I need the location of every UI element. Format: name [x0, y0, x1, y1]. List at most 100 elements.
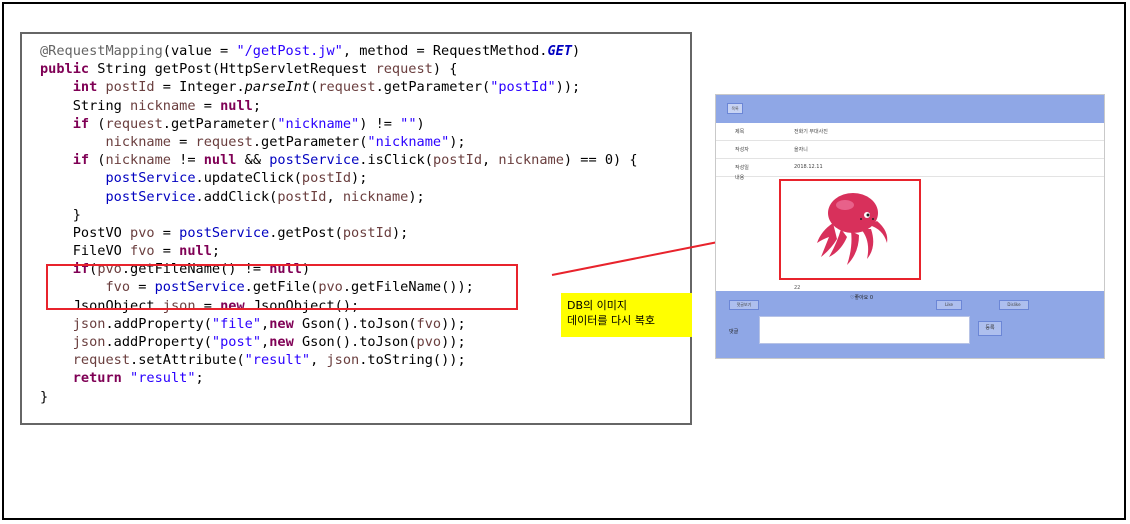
code-token: .getFileName());: [342, 279, 474, 296]
code-token: ;: [252, 97, 262, 114]
code-token: null: [220, 97, 253, 114]
code-token: =: [195, 297, 221, 314]
code-line: return "result";: [40, 369, 638, 387]
code-token: FileVO: [40, 243, 131, 260]
code-token: Gson().toJson(: [293, 334, 417, 350]
code-line: json.addProperty("file",new Gson().toJso…: [40, 315, 638, 333]
code-token: =: [154, 243, 180, 260]
annotation-line-2: 데이터를 다시 복호: [567, 314, 655, 327]
code-token: new: [269, 315, 294, 332]
field-label-date: 작성일: [735, 165, 749, 171]
code-token: (value =: [162, 43, 237, 59]
code-token: postId: [105, 79, 155, 96]
code-token: ;: [195, 370, 204, 387]
code-token: .addProperty(: [105, 334, 212, 350]
code-token: null: [203, 152, 237, 169]
code-token: ));: [441, 315, 466, 332]
code-token: new: [269, 334, 294, 350]
code-token: (: [89, 115, 106, 132]
code-token: ,: [310, 352, 327, 369]
code-token: pvo: [416, 334, 442, 350]
view-number: 22: [794, 285, 801, 291]
code-token: "result": [244, 352, 311, 369]
code-line: PostVO pvo = postService.getPost(postId)…: [40, 224, 638, 242]
code-token: (: [310, 79, 319, 96]
code-token: =: [130, 279, 155, 296]
code-token: "postId": [490, 79, 556, 96]
code-token: .addClick(: [195, 188, 278, 205]
code-line: nickname = request.getParameter("nicknam…: [40, 133, 638, 151]
code-token: &&: [236, 152, 270, 169]
code-line: request.setAttribute("result", json.toSt…: [40, 351, 638, 369]
view-comments-button[interactable]: 댓글보기: [729, 300, 759, 310]
code-token: ): [572, 43, 581, 59]
code-token: nickname: [105, 133, 171, 150]
code-token: json: [72, 315, 106, 332]
code-token: pvo: [318, 279, 343, 296]
code-token: postService: [105, 188, 196, 205]
code-token: .toString());: [359, 352, 466, 369]
comment-label: 댓글: [729, 329, 739, 335]
code-token: nickname: [342, 188, 409, 205]
code-token: postService: [154, 279, 245, 296]
code-token: !=: [170, 152, 204, 169]
code-token: .addProperty(: [105, 315, 212, 332]
code-token: postId: [342, 224, 392, 241]
comment-input[interactable]: [759, 316, 970, 344]
code-token: "post": [211, 334, 262, 350]
code-token: if: [72, 152, 90, 169]
code-panel: @RequestMapping(value = "/getPost.jw", m…: [20, 32, 692, 425]
code-token: postId: [432, 152, 483, 169]
code-token: .getParameter(: [162, 115, 278, 132]
code-token: ,: [261, 334, 270, 350]
highlight-box-getfile: [46, 264, 518, 310]
code-token: .isClick(: [359, 152, 433, 169]
code-token: String getPost(HttpServletRequest: [89, 61, 376, 78]
code-token: postId: [301, 170, 352, 187]
submit-comment-button[interactable]: 등록: [978, 321, 1002, 336]
code-token: );: [391, 224, 409, 241]
code-token: ,: [482, 152, 499, 169]
code-token: ,: [261, 315, 270, 332]
code-line: @RequestMapping(value = "/getPost.jw", m…: [40, 42, 638, 60]
code-line: if (request.getParameter("nickname") != …: [40, 115, 638, 133]
arrow-line: [551, 239, 729, 276]
code-token: =: [154, 224, 180, 241]
dislike-button[interactable]: Dislike: [999, 300, 1029, 310]
code-line: FileVO fvo = null;: [40, 242, 638, 260]
code-token: );: [449, 133, 466, 150]
field-value-date: 2018.12.11: [794, 164, 823, 170]
code-token: json: [326, 352, 360, 369]
field-value-title: 전화기 무대사진: [794, 129, 828, 135]
like-button[interactable]: Like: [936, 300, 962, 310]
post-page-footer: 댓글보기 ♡좋아요 0 Like Dislike 댓글 등록: [716, 291, 1104, 358]
code-token: (: [89, 261, 98, 278]
code-token: , method = RequestMethod.: [342, 43, 548, 59]
code-token: null: [179, 243, 212, 260]
code-token: );: [408, 188, 425, 205]
code-token: =: [170, 133, 196, 150]
field-value-author: 을자니: [794, 147, 808, 153]
code-token: .getParameter(: [375, 79, 491, 96]
code-token: .setAttribute(: [130, 352, 245, 369]
field-row-date: 작성일 2018.12.11: [716, 159, 1104, 177]
code-line: postService.addClick(postId, nickname);: [40, 188, 638, 206]
content-label: 내용: [735, 175, 745, 181]
post-page-header: 목록: [716, 95, 1104, 123]
code-token: ): [301, 261, 311, 278]
code-token: ) !=: [359, 115, 401, 132]
code-line: int postId = Integer.parseInt(request.ge…: [40, 78, 638, 96]
code-token: "file": [211, 315, 262, 332]
code-token: postService: [269, 152, 360, 169]
code-token: .getParameter(: [252, 133, 368, 150]
code-token: "result": [130, 370, 196, 387]
code-line: }: [40, 388, 638, 406]
list-button[interactable]: 목록: [727, 103, 743, 114]
code-token: .getFile(: [244, 279, 319, 296]
code-token: request: [72, 352, 131, 369]
code-token: Gson().toJson(: [293, 315, 417, 332]
code-line: json.addProperty("post",new Gson().toJso…: [40, 333, 638, 351]
code-line: if (nickname != null && postService.isCl…: [40, 151, 638, 169]
code-line: String nickname = null;: [40, 97, 638, 115]
code-token: request: [375, 61, 433, 78]
